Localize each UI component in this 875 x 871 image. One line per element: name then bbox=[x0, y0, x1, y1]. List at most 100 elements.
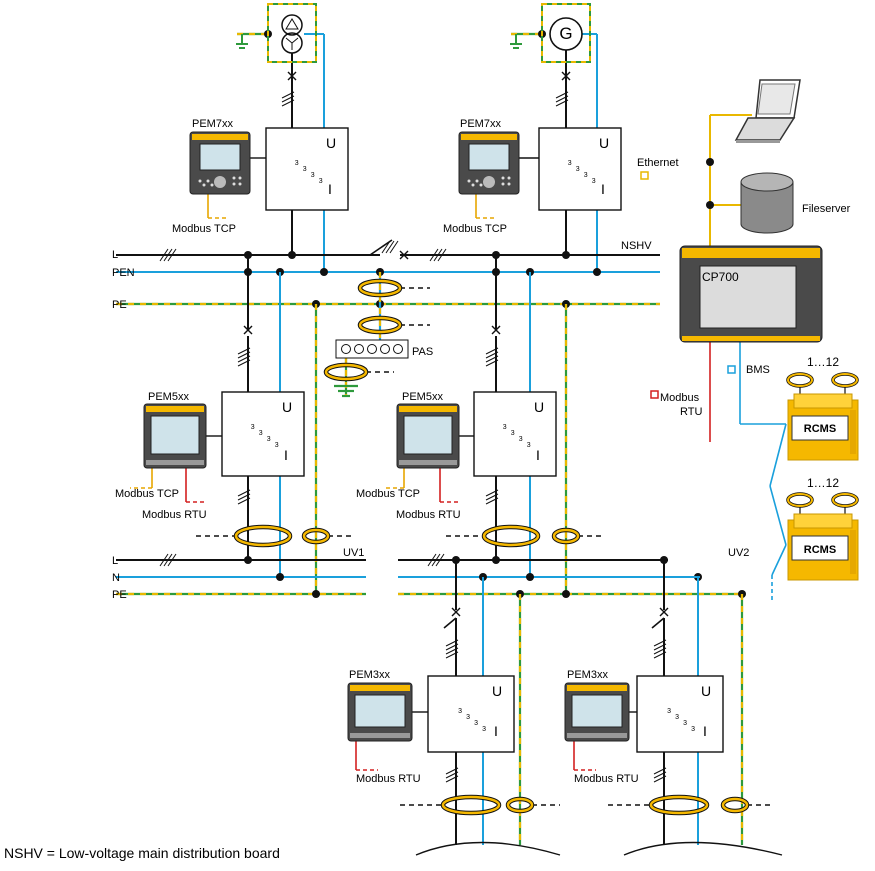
junction-dot bbox=[312, 590, 320, 598]
bus-pe-label: PE bbox=[112, 299, 127, 311]
device-screen bbox=[571, 694, 623, 728]
modbus-tcp-label-3: Modbus TCP bbox=[115, 488, 179, 500]
generator-symbol: G bbox=[559, 24, 572, 43]
device-button bbox=[507, 182, 511, 186]
phase-hatch bbox=[167, 553, 177, 567]
u-label: U bbox=[326, 135, 336, 151]
device-accent bbox=[682, 248, 820, 258]
device-screen bbox=[468, 143, 510, 171]
rcms-sensor bbox=[832, 373, 858, 387]
ct-mark: 3 bbox=[511, 430, 515, 437]
uv1-pe-ring bbox=[302, 528, 330, 544]
device-button bbox=[202, 183, 206, 187]
generator-frame bbox=[541, 3, 591, 63]
phase-hatch bbox=[653, 771, 667, 779]
phase-hatch bbox=[163, 553, 173, 567]
phase-hatch bbox=[485, 347, 499, 355]
pe-rcm-ring bbox=[358, 316, 402, 334]
pas-terminal bbox=[367, 344, 377, 354]
junction-dot bbox=[562, 590, 570, 598]
phase-hatch bbox=[653, 775, 667, 783]
ct-mark: 3 bbox=[691, 726, 695, 733]
phase-hatch bbox=[435, 553, 445, 567]
generator-icon bbox=[549, 17, 583, 51]
laptop-base bbox=[736, 140, 780, 143]
fileserver-icon bbox=[740, 182, 794, 234]
modbus-rtu-cp-label-2: RTU bbox=[680, 406, 702, 418]
phase-hatch bbox=[485, 489, 499, 497]
breaker-cross bbox=[561, 71, 571, 81]
modbus-rtu-label-6: Modbus RTU bbox=[574, 773, 639, 785]
fileserver-label: Fileserver bbox=[802, 203, 851, 215]
device-button bbox=[471, 183, 475, 187]
ct-mark: 3 bbox=[667, 708, 671, 715]
pem5-left-measure-box bbox=[221, 391, 305, 477]
ct-mark: 3 bbox=[251, 424, 255, 431]
phase-hatch bbox=[437, 248, 447, 262]
pem7-right-measure-box bbox=[538, 127, 622, 211]
device-button bbox=[198, 179, 202, 183]
phase-hatch bbox=[445, 771, 459, 779]
ct-mark: 3 bbox=[584, 172, 588, 179]
phase-hatch bbox=[237, 497, 251, 505]
phase-hatch bbox=[653, 651, 667, 659]
phase-hatch bbox=[445, 775, 459, 783]
phase-hatch bbox=[485, 355, 499, 363]
i-label: I bbox=[601, 181, 605, 197]
bms-cable bbox=[769, 485, 787, 546]
rcms-top bbox=[793, 513, 853, 529]
ct-mark: 3 bbox=[474, 720, 478, 727]
bus-coupler bbox=[369, 239, 393, 256]
rcms-sensor bbox=[787, 493, 813, 507]
junction-dot bbox=[593, 268, 601, 276]
laptop-display bbox=[757, 83, 796, 115]
bus-l-label: L bbox=[112, 249, 118, 261]
pas-terminal bbox=[380, 344, 390, 354]
device-button bbox=[238, 176, 242, 180]
device-button bbox=[467, 179, 471, 183]
device-base bbox=[350, 733, 410, 738]
breaker-cross bbox=[659, 607, 669, 617]
junction-dot bbox=[244, 556, 252, 564]
phase-hatch bbox=[433, 248, 443, 262]
junction-dot bbox=[320, 268, 328, 276]
laptop-keyboard bbox=[734, 117, 796, 141]
junction-dot bbox=[276, 573, 284, 581]
device-accent bbox=[350, 685, 410, 691]
phase-hatch bbox=[237, 347, 251, 355]
labels: G PEM7xx PEM7xx Modbus TCP Modbus TCP Et… bbox=[4, 24, 851, 861]
breaker-cross bbox=[491, 325, 501, 335]
u-label: U bbox=[599, 135, 609, 151]
cp700-screen bbox=[699, 265, 797, 329]
i-label: I bbox=[328, 181, 332, 197]
ethernet-node bbox=[706, 201, 714, 209]
uv2-pe-ring bbox=[552, 528, 580, 544]
phase-hatch bbox=[555, 91, 569, 99]
uv2-rcm-ring bbox=[482, 525, 540, 547]
phase-hatch bbox=[485, 351, 499, 359]
device-keypad bbox=[483, 176, 495, 188]
phase-hatch bbox=[281, 91, 295, 99]
ct-mark: 3 bbox=[275, 442, 279, 449]
phase-hatch bbox=[445, 651, 459, 659]
device-accent bbox=[682, 336, 820, 341]
phase-hatch bbox=[485, 497, 499, 505]
phase-hatch bbox=[445, 767, 459, 775]
phase-hatch bbox=[429, 248, 439, 262]
breaker-cross bbox=[399, 250, 409, 260]
pem3-left-measure-box bbox=[427, 675, 515, 753]
breaker-switch bbox=[651, 617, 665, 629]
ct-mark: 3 bbox=[519, 436, 523, 443]
phase-hatch bbox=[653, 767, 667, 775]
modbus-rtu-label-5: Modbus RTU bbox=[356, 773, 421, 785]
uv1-rcm-ring bbox=[234, 525, 292, 547]
bms-label: BMS bbox=[746, 364, 770, 376]
ct-mark: 3 bbox=[311, 172, 315, 179]
modbus-tcp-label-4: Modbus TCP bbox=[356, 488, 420, 500]
device-screen bbox=[354, 694, 406, 728]
phase-hatch bbox=[445, 639, 459, 647]
bms-legend-icon bbox=[727, 365, 736, 374]
rcms-side bbox=[850, 410, 856, 454]
phase-hatch bbox=[159, 248, 169, 262]
